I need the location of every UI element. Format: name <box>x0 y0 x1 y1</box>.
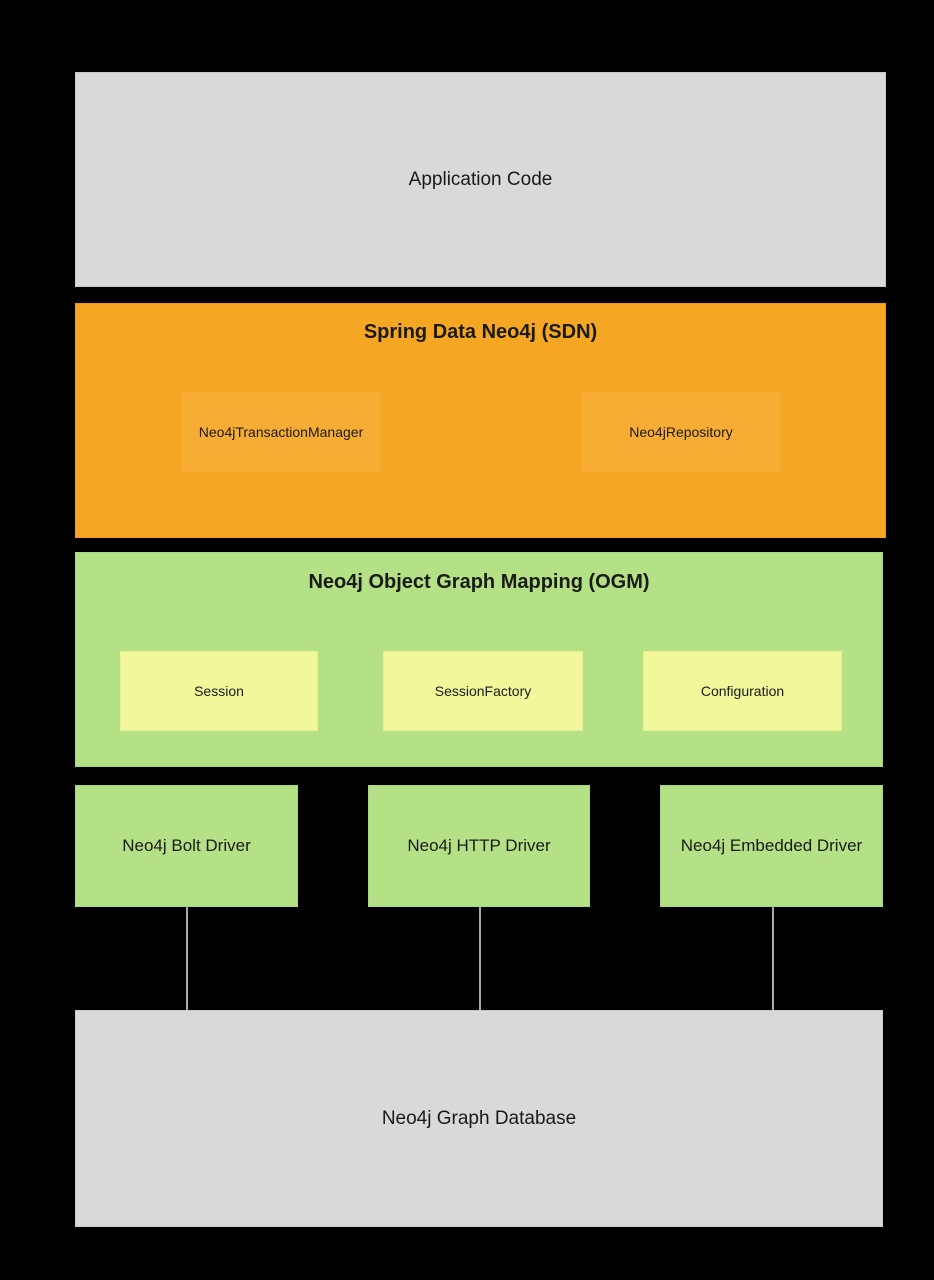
driver-bolt-label: Neo4j Bolt Driver <box>122 836 251 855</box>
neo4j-transaction-manager-label: Neo4jTransactionManager <box>198 424 364 440</box>
component-session: Session <box>120 651 318 731</box>
driver-http: Neo4j HTTP Driver <box>368 785 590 907</box>
component-configuration: Configuration <box>643 651 842 731</box>
driver-http-label: Neo4j HTTP Driver <box>407 836 551 855</box>
layer-neo4j-graph-database: Neo4j Graph Database <box>75 1010 883 1227</box>
driver-embedded-label: Neo4j Embedded Driver <box>680 836 863 855</box>
driver-bolt: Neo4j Bolt Driver <box>75 785 298 907</box>
ogm-layer-title: Neo4j Object Graph Mapping (OGM) <box>308 571 650 593</box>
graph-database-label: Neo4j Graph Database <box>381 1107 577 1129</box>
layer-neo4j-ogm: Neo4j Object Graph Mapping (OGM) Session… <box>75 552 883 767</box>
driver-embedded: Neo4j Embedded Driver <box>660 785 883 907</box>
neo4j-repository-label: Neo4jRepository <box>629 424 733 440</box>
connector-embedded-to-database <box>772 907 774 1010</box>
application-code-label: Application Code <box>408 168 553 190</box>
layer-application-code: Application Code <box>75 72 886 287</box>
session-factory-label: SessionFactory <box>434 683 532 699</box>
layer-spring-data-neo4j: Spring Data Neo4j (SDN) Neo4jTransaction… <box>75 303 886 538</box>
sdn-layer-title: Spring Data Neo4j (SDN) <box>363 321 598 343</box>
component-neo4j-transaction-manager: Neo4jTransactionManager <box>181 391 381 473</box>
session-label: Session <box>194 683 244 699</box>
component-session-factory: SessionFactory <box>383 651 583 731</box>
connector-http-to-database <box>479 907 481 1010</box>
component-neo4j-repository: Neo4jRepository <box>581 391 781 473</box>
connector-bolt-to-database <box>186 907 188 1010</box>
configuration-label: Configuration <box>700 683 785 699</box>
